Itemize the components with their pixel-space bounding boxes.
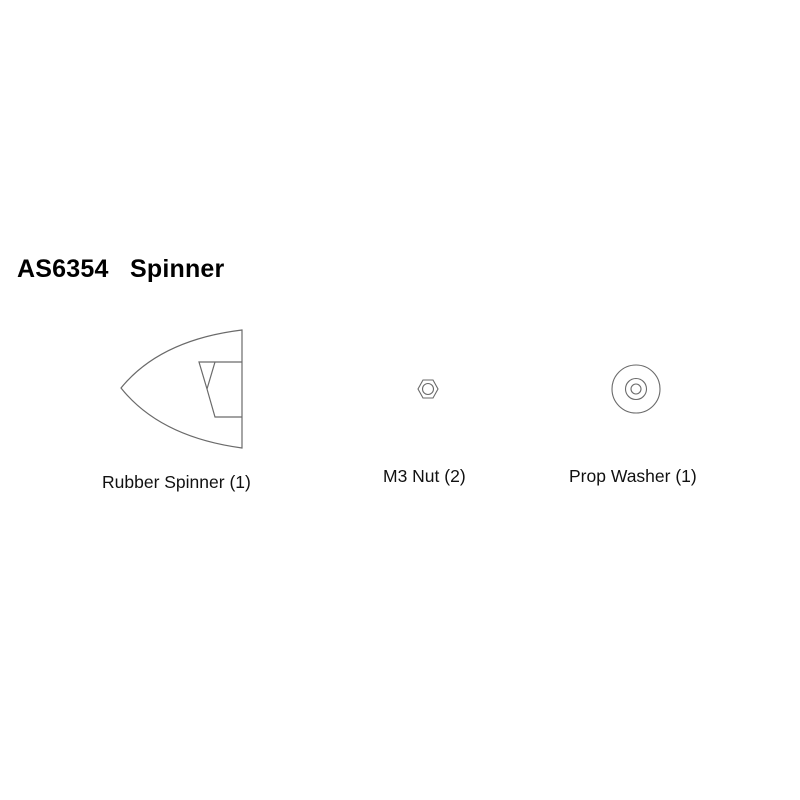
part-label-prop-washer: Prop Washer (1) [569, 466, 697, 486]
hex-nut-icon [417, 379, 439, 399]
part-label-rubber-spinner: Rubber Spinner (1) [102, 472, 251, 492]
page-title: AS6354 Spinner [17, 255, 225, 283]
part-label-m3-nut: M3 Nut (2) [383, 466, 466, 486]
spinner-cone-icon [120, 329, 243, 449]
washer-icon [611, 364, 661, 414]
